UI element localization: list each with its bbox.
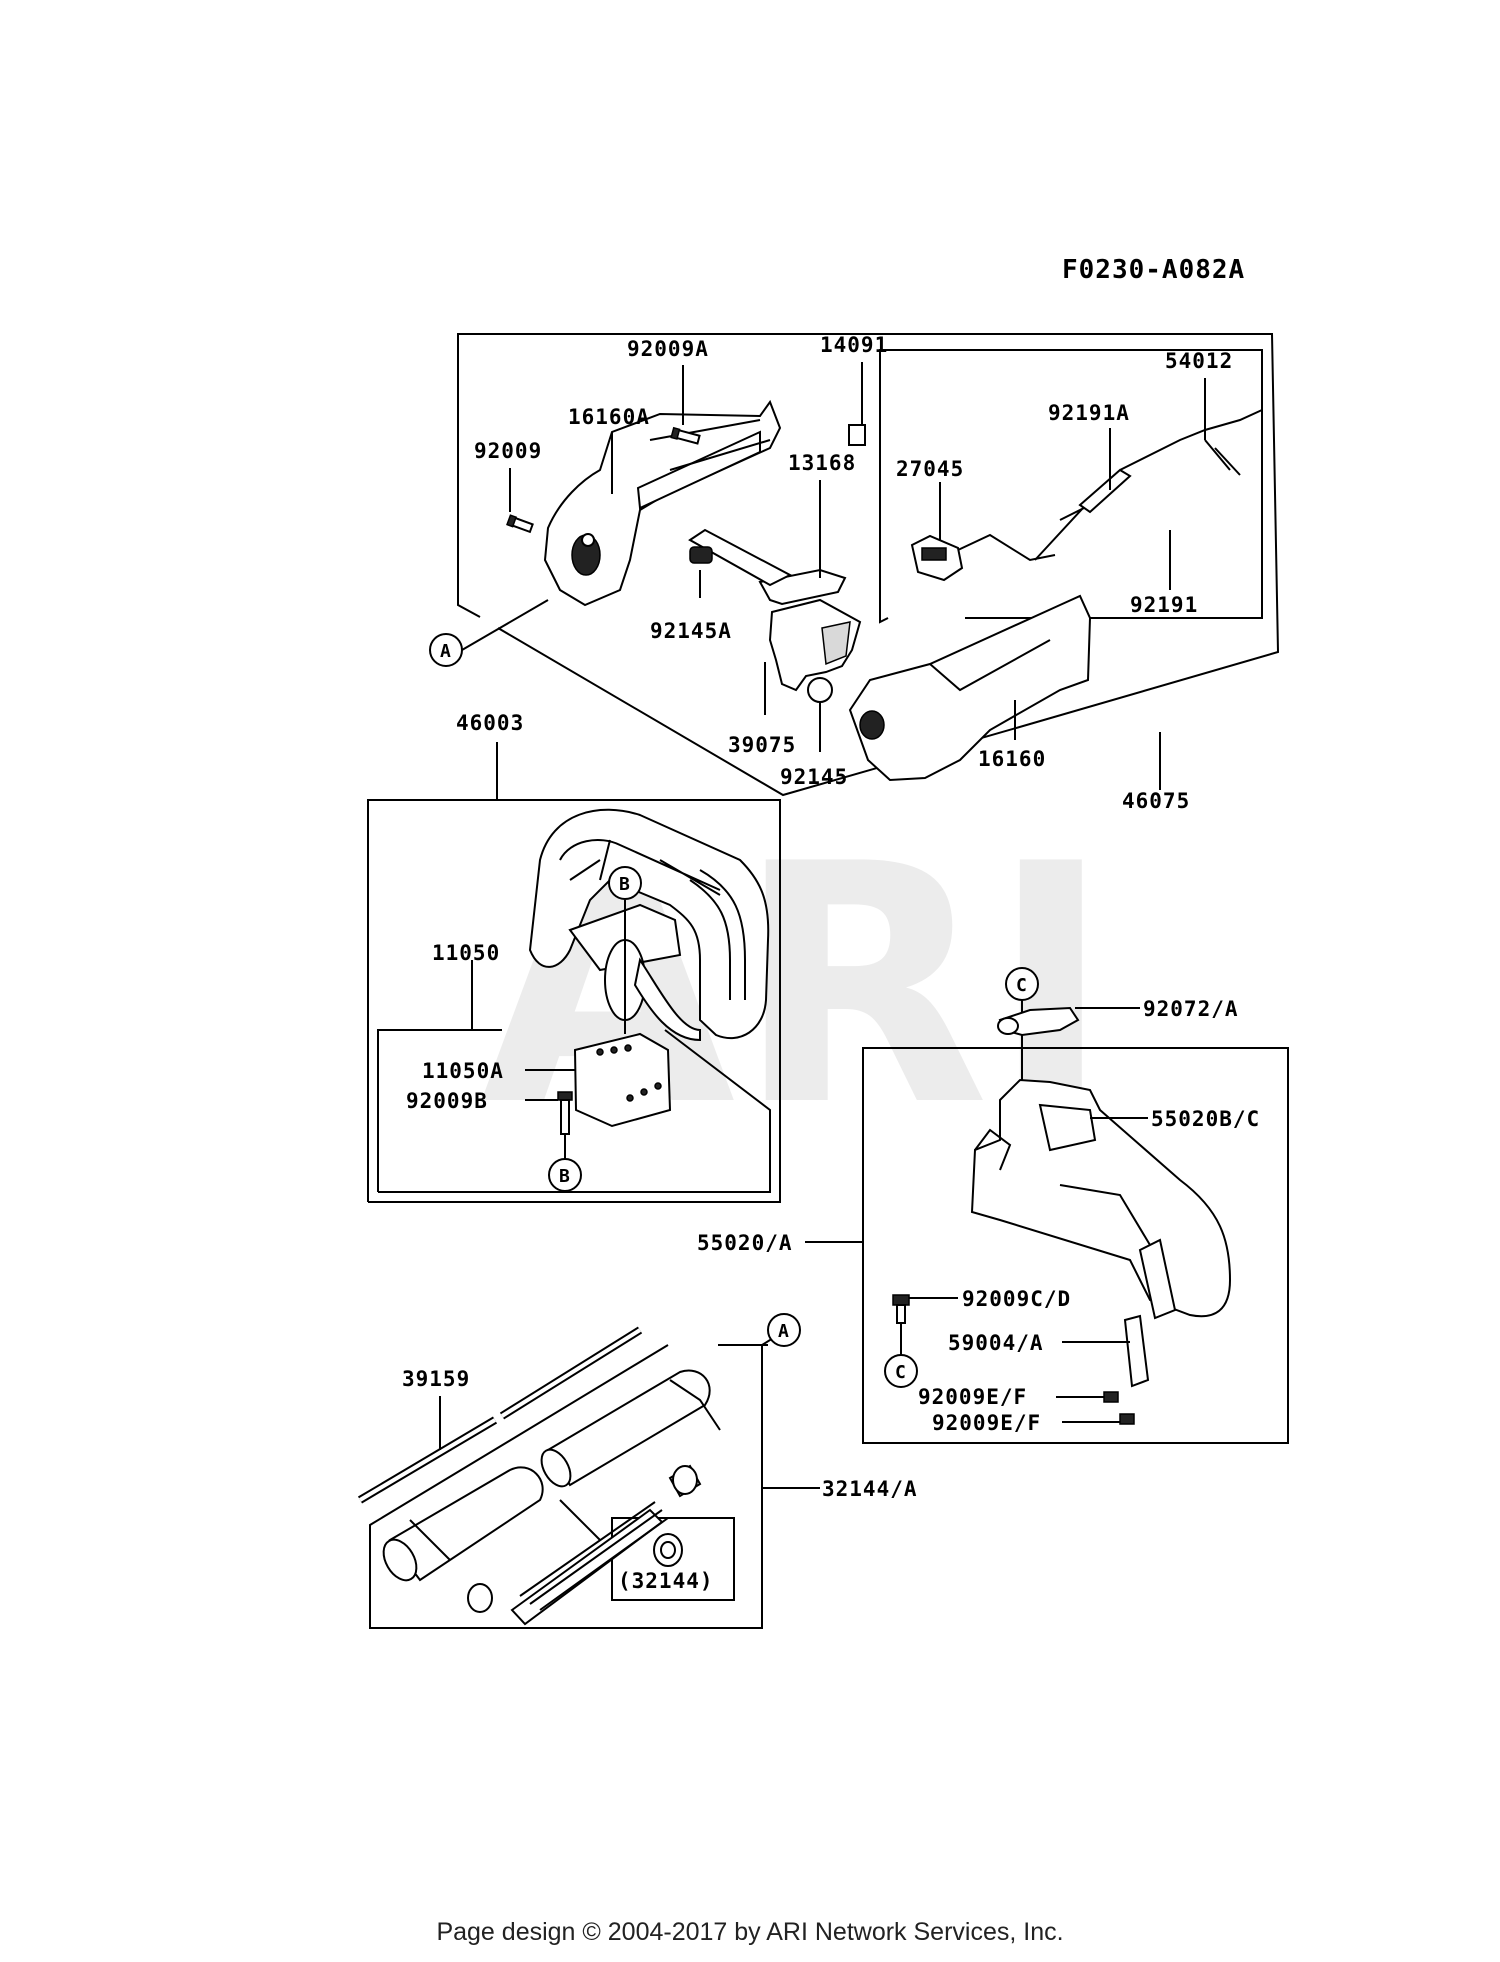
part-92009B-screw xyxy=(557,1091,573,1135)
callout-b-top: B xyxy=(608,866,642,900)
screw-92009A xyxy=(670,426,701,445)
svg-text:B: B xyxy=(559,1166,570,1187)
part-54012-cable xyxy=(1119,409,1263,476)
svg-text:C: C xyxy=(895,1362,906,1383)
part-92009CD-screw xyxy=(892,1294,910,1324)
svg-text:A: A xyxy=(440,641,451,662)
label-92191A: 92191A xyxy=(1048,401,1130,425)
callout-b-bottom: B xyxy=(548,1158,582,1192)
label-13168: 13168 xyxy=(788,451,856,475)
part-92072A-bracket xyxy=(997,1006,1080,1037)
svg-text:A: A xyxy=(778,1321,789,1342)
label-32144-inset: (32144) xyxy=(618,1569,714,1593)
label-16160: 16160 xyxy=(978,747,1046,771)
group-55020A-outline xyxy=(805,1047,1289,1444)
label-92009: 92009 xyxy=(474,439,542,463)
label-14091: 14091 xyxy=(820,333,888,357)
label-92009CD: 92009C/D xyxy=(962,1287,1071,1311)
label-46075: 46075 xyxy=(1122,789,1190,813)
label-55020BC: 55020B/C xyxy=(1151,1107,1260,1131)
part-11050A-clamp xyxy=(573,1032,672,1128)
page-footer: Page design © 2004-2017 by ARI Network S… xyxy=(436,1918,1064,1946)
callout-c-bottom: C xyxy=(884,1354,918,1388)
label-39075: 39075 xyxy=(728,733,796,757)
part-55020BC-shield xyxy=(970,1078,1232,1318)
label-46003: 46003 xyxy=(456,711,524,735)
part-27045-switch xyxy=(910,533,1056,582)
label-27045: 27045 xyxy=(896,457,964,481)
part-32144A-bushing-2 xyxy=(467,1583,493,1613)
part-13168-lever xyxy=(688,528,847,606)
label-16160A: 16160A xyxy=(568,405,650,429)
label-55020A: 55020/A xyxy=(697,1231,793,1255)
svg-text:B: B xyxy=(619,874,630,895)
part-92145-ring xyxy=(807,677,833,703)
label-11050: 11050 xyxy=(432,941,500,965)
label-92145A: 92145A xyxy=(650,619,732,643)
callout-a-bottom: A xyxy=(767,1313,801,1347)
label-92072A: 92072/A xyxy=(1143,997,1239,1021)
label-92145: 92145 xyxy=(780,765,848,789)
leader-lines-group-46075 xyxy=(461,362,1206,790)
part-32144A-tube xyxy=(382,1369,721,1582)
svg-text:C: C xyxy=(1016,975,1027,996)
screw-92009 xyxy=(506,514,534,534)
label-92009EF-lower: 92009E/F xyxy=(932,1411,1041,1435)
label-92009EF-upper: 92009E/F xyxy=(918,1385,1027,1409)
part-32144-bushing-inset xyxy=(653,1533,683,1567)
label-11050A: 11050A xyxy=(422,1059,504,1083)
part-32144A-bushing-1 xyxy=(668,1464,702,1498)
part-32144A-liner xyxy=(510,1501,669,1626)
leader-lines-group-46003 xyxy=(471,900,626,1160)
part-92009EF-screw-lower xyxy=(1119,1413,1135,1425)
part-39159-rod xyxy=(357,1326,643,1504)
leader-lines-group-55020A xyxy=(900,1000,1148,1423)
label-32144A: 32144/A xyxy=(822,1477,918,1501)
callout-c-top: C xyxy=(1005,967,1039,1001)
part-92145A-spring xyxy=(689,546,713,564)
label-54012: 54012 xyxy=(1165,349,1233,373)
part-59004A-strap xyxy=(1123,1238,1177,1388)
group-46075-outline xyxy=(457,333,1280,797)
part-16160A-housing xyxy=(543,399,782,607)
label-92009A: 92009A xyxy=(627,337,709,361)
diagram-reference: F0230-A082A xyxy=(1062,255,1245,285)
label-92191: 92191 xyxy=(1130,593,1198,617)
part-92191A-spring xyxy=(1034,468,1132,561)
part-16160-housing xyxy=(848,594,1092,782)
label-92009B: 92009B xyxy=(406,1089,488,1113)
part-92009EF-screw-upper xyxy=(1103,1391,1119,1403)
group-46003-outline xyxy=(367,742,781,1203)
leader-lines-group-32144A xyxy=(439,1344,768,1450)
label-59004A: 59004/A xyxy=(948,1331,1044,1355)
part-14091-clip xyxy=(848,424,866,446)
part-39075-trigger xyxy=(768,598,862,692)
callout-a-top: A xyxy=(429,633,463,667)
label-39159: 39159 xyxy=(402,1367,470,1391)
